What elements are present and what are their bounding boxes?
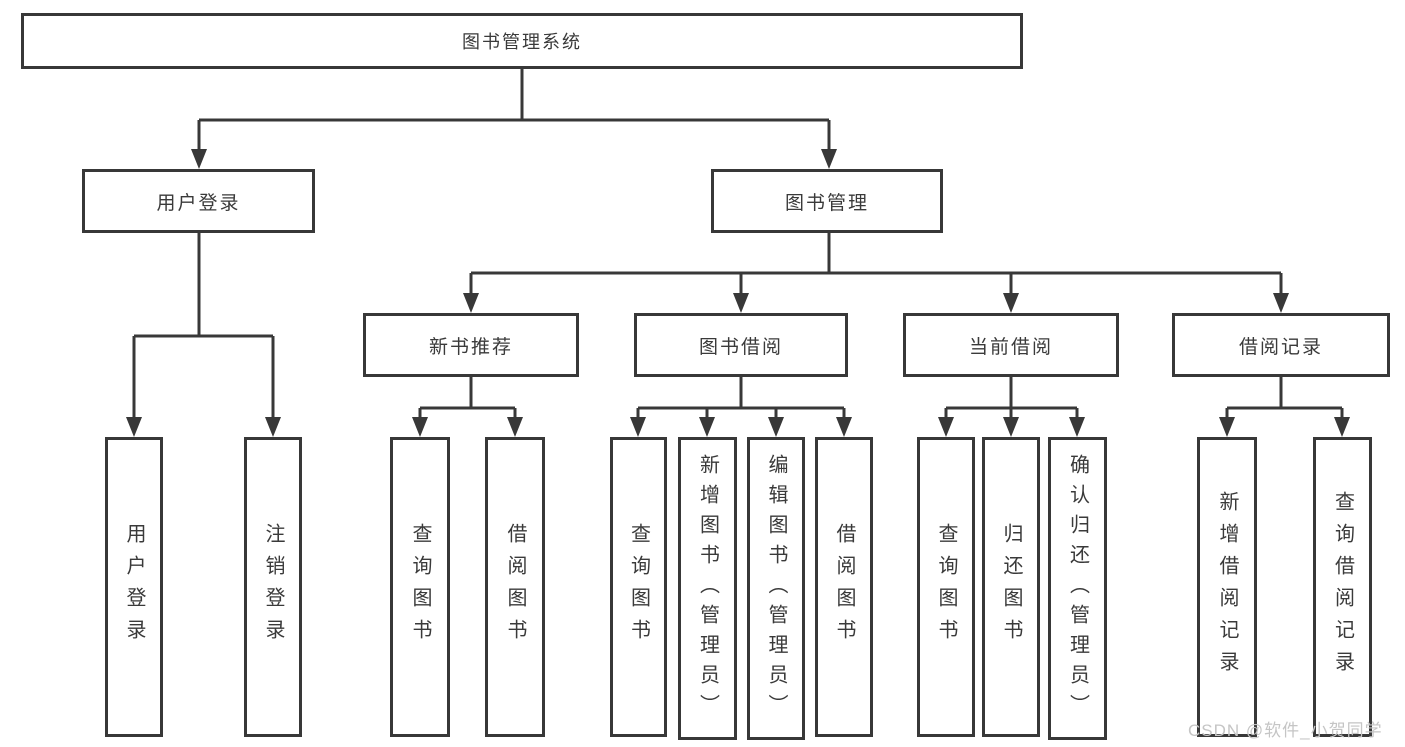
node-logout-login: 注销登录 [244,437,302,737]
node-borrow-books-recommend: 借阅图书 [485,437,545,737]
node-user-login: 用户登录 [82,169,315,233]
node-book-management: 图书管理 [711,169,943,233]
node-borrowing-records: 借阅记录 [1172,313,1390,377]
node-label: 查询图书 [935,523,957,651]
connector-current-borrowing-children [938,377,1085,437]
node-label: 编辑图书（管理员） [765,453,787,724]
node-query-books-borrowing: 查询图书 [610,437,667,737]
node-label: 用户登录 [123,523,145,651]
node-label: 借阅图书 [504,523,526,651]
node-confirm-return-admin: 确认归还（管理员） [1048,437,1107,740]
node-query-books-recommend: 查询图书 [390,437,450,737]
node-label: 归还图书 [1000,523,1022,651]
node-return-books: 归还图书 [982,437,1040,737]
connector-book-management-children [463,233,1289,313]
node-book-borrowing: 图书借阅 [634,313,848,377]
connector-user-login-children [126,233,281,437]
node-edit-books-admin: 编辑图书（管理员） [747,437,805,740]
node-user-login-action: 用户登录 [105,437,163,737]
node-new-book-recommend: 新书推荐 [363,313,579,377]
node-label: 新增借阅记录 [1216,491,1238,683]
node-label: 新增图书（管理员） [696,453,719,724]
node-query-borrow-record: 查询借阅记录 [1313,437,1372,737]
node-current-borrowing: 当前借阅 [903,313,1119,377]
connector-book-borrowing-children [630,377,852,437]
node-add-books-admin: 新增图书（管理员） [678,437,737,740]
node-label: 查询借阅记录 [1331,491,1354,683]
node-label: 查询图书 [627,523,650,651]
node-add-borrow-record: 新增借阅记录 [1197,437,1257,737]
node-root: 图书管理系统 [21,13,1023,69]
node-query-books-current: 查询图书 [917,437,975,737]
node-label: 查询图书 [409,523,431,651]
connector-new-book-recommend-children [412,377,523,437]
node-label: 借阅图书 [833,523,855,651]
node-borrow-books-borrowing: 借阅图书 [815,437,873,737]
connector-borrowing-records-children [1219,377,1350,437]
node-label: 注销登录 [262,523,284,651]
connector-root-to-level2 [191,69,837,169]
node-label: 确认归还（管理员） [1066,453,1089,724]
csdn-watermark: CSDN @软件_小贺同学 [1188,721,1383,740]
